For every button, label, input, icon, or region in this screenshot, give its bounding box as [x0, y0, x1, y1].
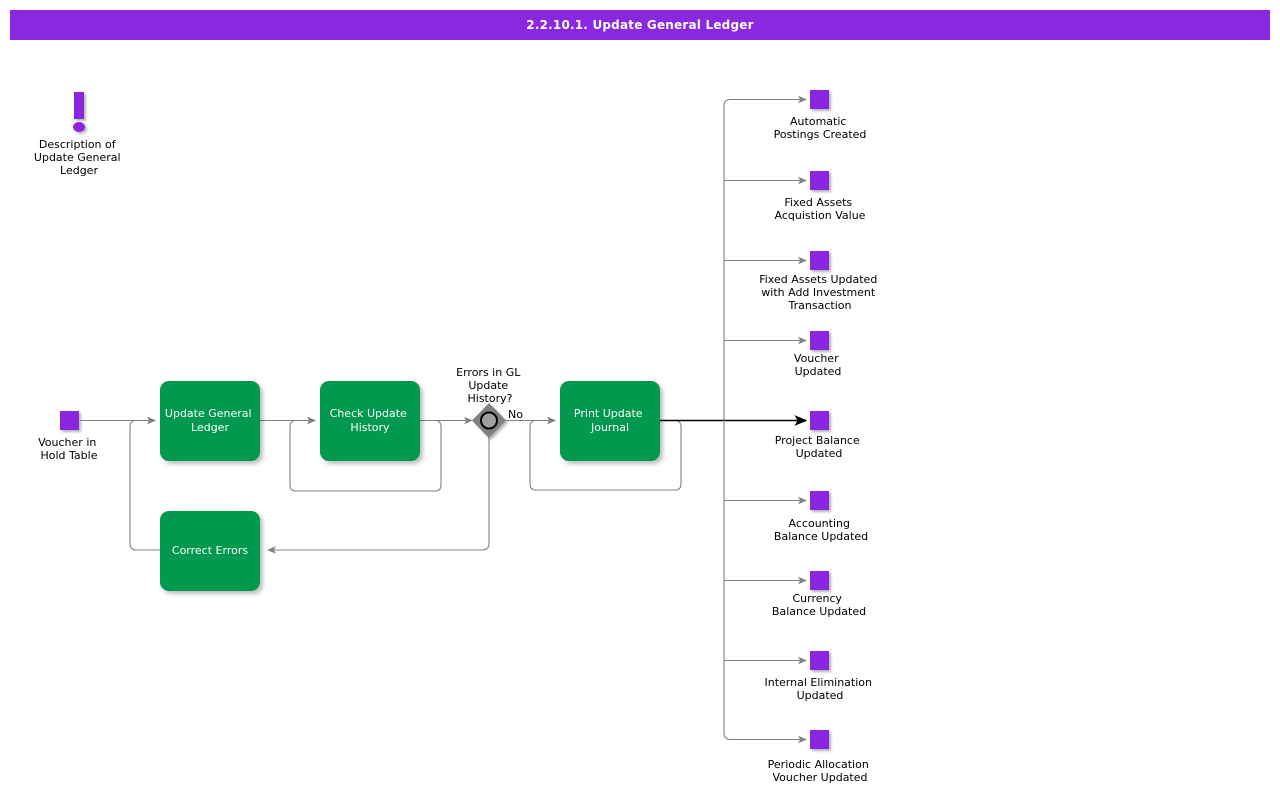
task-label: Correct Errors [172, 544, 248, 557]
connector-correct-errors-to-update-gl [129, 416, 160, 551]
end-event-label: Project Balance Updated [775, 434, 864, 460]
end-event-label: Fixed Assets Acquistion Value [775, 196, 866, 222]
gateway-label: Errors in GL Update History? [456, 366, 524, 405]
gateway-errors-in-gl-update-history[interactable]: Errors in GL Update History? No [456, 366, 524, 438]
event-square-icon [810, 171, 829, 190]
event-square-icon [810, 651, 829, 670]
end-event-internal-elimination-updated[interactable]: Internal Elimination Updated [764, 651, 875, 702]
end-event-label: Accounting Balance Updated [774, 517, 868, 543]
start-event-label: Voucher in Hold Table [38, 436, 100, 462]
task-box [320, 381, 420, 461]
event-square-icon [810, 571, 829, 590]
task-correct-errors[interactable]: Correct Errors [160, 511, 260, 591]
task-label: Check Update History [330, 407, 411, 434]
event-square-icon [810, 491, 829, 510]
end-event-label: Voucher Updated [794, 352, 842, 378]
exclamation-mark-icon [73, 92, 85, 132]
start-event-voucher-in-hold-table[interactable]: Voucher in Hold Table [38, 411, 100, 462]
event-square-icon [810, 411, 829, 430]
task-print-update-journal[interactable]: Print Update Journal [560, 381, 660, 461]
diagram-title-bar: 2.2.10.1. Update General Ledger [10, 10, 1270, 40]
task-label: Update General Ledger [165, 407, 255, 434]
connector-check-history-loop [289, 416, 442, 492]
event-square-icon [810, 90, 829, 109]
task-label: Print Update Journal [574, 407, 646, 434]
end-event-project-balance-updated[interactable]: Project Balance Updated [775, 411, 864, 460]
end-event-label: Fixed Assets Updated with Add Investment… [759, 273, 881, 312]
end-event-fixed-assets-acquistion-value[interactable]: Fixed Assets Acquistion Value [775, 171, 866, 222]
annotation-description: Description of Update General Ledger [34, 92, 124, 177]
end-event-label: Currency Balance Updated [772, 592, 866, 618]
connector-gateway-to-correct-errors [267, 437, 490, 554]
task-box [160, 381, 260, 461]
page-title: 2.2.10.1. Update General Ledger [526, 18, 754, 32]
task-box [160, 511, 260, 591]
gateway-diamond-icon [472, 403, 506, 438]
end-event-periodic-allocation-voucher-updated[interactable]: Periodic Allocation Voucher Updated [768, 730, 873, 784]
event-square-icon [810, 331, 829, 350]
task-check-update-history[interactable]: Check Update History [320, 381, 420, 461]
end-event-currency-balance-updated[interactable]: Currency Balance Updated [772, 571, 866, 618]
event-square-icon [60, 411, 79, 430]
end-event-label: Automatic Postings Created [774, 115, 867, 141]
end-event-label: Internal Elimination Updated [764, 676, 875, 702]
connector-print-journal-loop [529, 416, 682, 491]
end-event-voucher-updated[interactable]: Voucher Updated [794, 331, 842, 378]
annotation-label: Description of Update General Ledger [34, 138, 124, 177]
task-box [560, 381, 660, 461]
end-event-automatic-postings-created[interactable]: Automatic Postings Created [774, 90, 867, 141]
event-square-icon [810, 730, 829, 749]
end-event-accounting-balance-updated[interactable]: Accounting Balance Updated [774, 491, 868, 543]
gateway-branch-label-no: No [508, 408, 523, 421]
connector-output-trunk [723, 98, 806, 107]
end-event-label: Periodic Allocation Voucher Updated [768, 758, 873, 784]
end-event-fixed-assets-updated-with-add-investment-transaction[interactable]: Fixed Assets Updated with Add Investment… [759, 251, 881, 312]
connector-trunk-bottom-elbow [723, 732, 806, 741]
task-update-general-ledger[interactable]: Update General Ledger [160, 381, 260, 461]
event-square-icon [810, 251, 829, 270]
